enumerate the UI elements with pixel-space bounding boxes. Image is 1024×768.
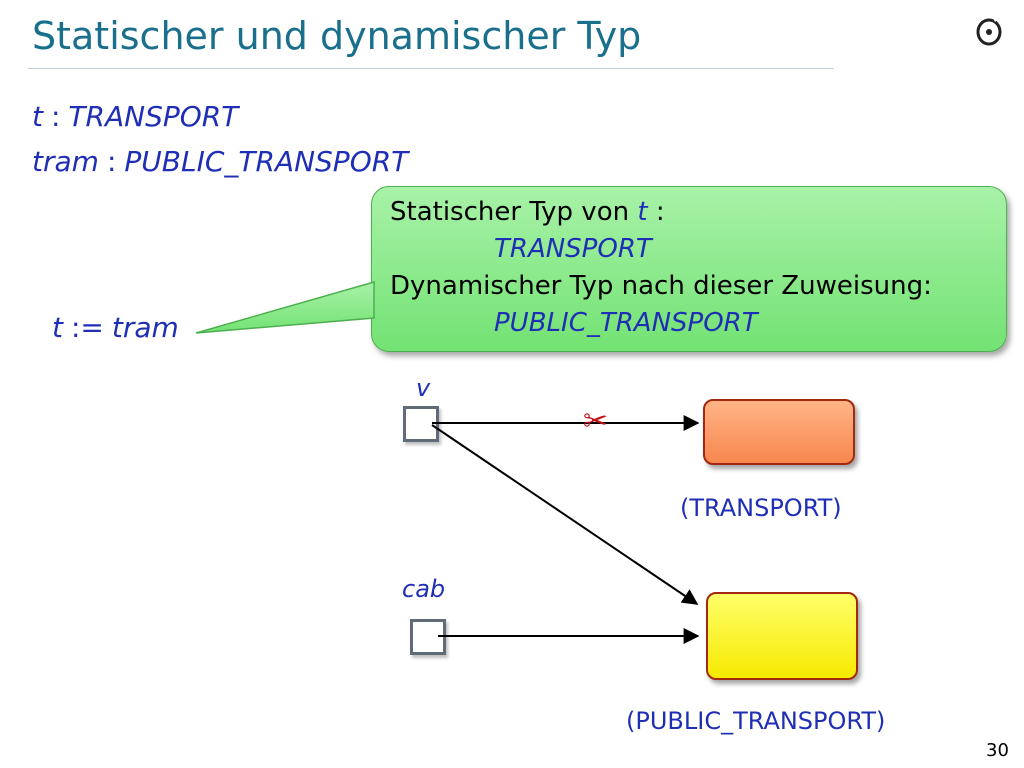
declaration-tram: tram:PUBLIC_TRANSPORT — [32, 145, 408, 178]
declaration-t: t:TRANSPORT — [32, 100, 238, 133]
arrow-v-to-public — [431, 424, 699, 605]
transport-type-label: (TRANSPORT) — [680, 494, 842, 522]
assign-target: t — [52, 311, 63, 344]
callout-line1-suffix: : — [655, 197, 665, 227]
callout-dynamic-type: PUBLIC_TRANSPORT — [494, 308, 758, 338]
callout-text: Statischer Typ von t : TRANSPORT Dynamis… — [390, 194, 932, 342]
callout-static-type: TRANSPORT — [494, 234, 652, 264]
assign-operator: := — [70, 311, 104, 344]
ref-box-v — [403, 406, 439, 442]
slide-title: Statischer und dynamischer Typ — [32, 14, 642, 58]
ref-cab-label: cab — [402, 575, 446, 603]
decl-sep: : — [106, 145, 117, 178]
callout-line3: Dynamischer Typ nach dieser Zuweisung: — [390, 271, 932, 301]
public-transport-object — [706, 592, 858, 680]
assignment-statement: t:=tram — [52, 311, 179, 344]
title-divider — [28, 68, 834, 69]
ref-v-label: v — [416, 374, 431, 402]
callout-line1-prefix: Statischer Typ von — [390, 197, 630, 227]
callout-bubble — [371, 186, 1007, 352]
decl-var: tram — [32, 145, 99, 178]
logo-icon — [976, 14, 1003, 46]
decl-type: TRANSPORT — [68, 100, 239, 133]
decl-sep: : — [50, 100, 61, 133]
decl-type: PUBLIC_TRANSPORT — [124, 145, 409, 178]
scissors-icon: ✂ — [583, 404, 609, 439]
assign-source: tram — [111, 311, 179, 344]
transport-object — [703, 399, 855, 465]
public-transport-type-label: (PUBLIC_TRANSPORT) — [626, 707, 886, 735]
page-number: 30 — [986, 740, 1009, 761]
ref-box-cab — [410, 619, 446, 655]
callout-line1-var: t — [637, 197, 648, 227]
decl-var: t — [32, 100, 43, 133]
